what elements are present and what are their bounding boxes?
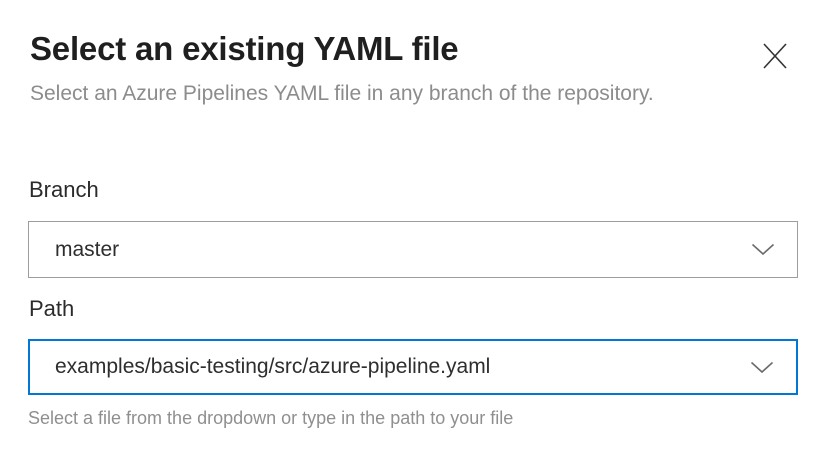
- path-helper-text: Select a file from the dropdown or type …: [28, 408, 514, 428]
- dialog-title: Select an existing YAML file: [30, 30, 459, 67]
- branch-field-label: Branch: [29, 177, 99, 202]
- path-combobox[interactable]: [28, 339, 798, 395]
- chevron-down-icon[interactable]: [750, 361, 774, 374]
- chevron-down-icon: [751, 243, 775, 256]
- path-input[interactable]: [55, 355, 738, 379]
- path-field-label: Path: [29, 296, 75, 321]
- branch-dropdown[interactable]: master: [28, 221, 798, 278]
- close-button[interactable]: [756, 38, 794, 74]
- dialog-subtitle: Select an Azure Pipelines YAML file in a…: [30, 82, 654, 105]
- close-icon: [760, 41, 790, 71]
- branch-dropdown-value: master: [55, 237, 120, 261]
